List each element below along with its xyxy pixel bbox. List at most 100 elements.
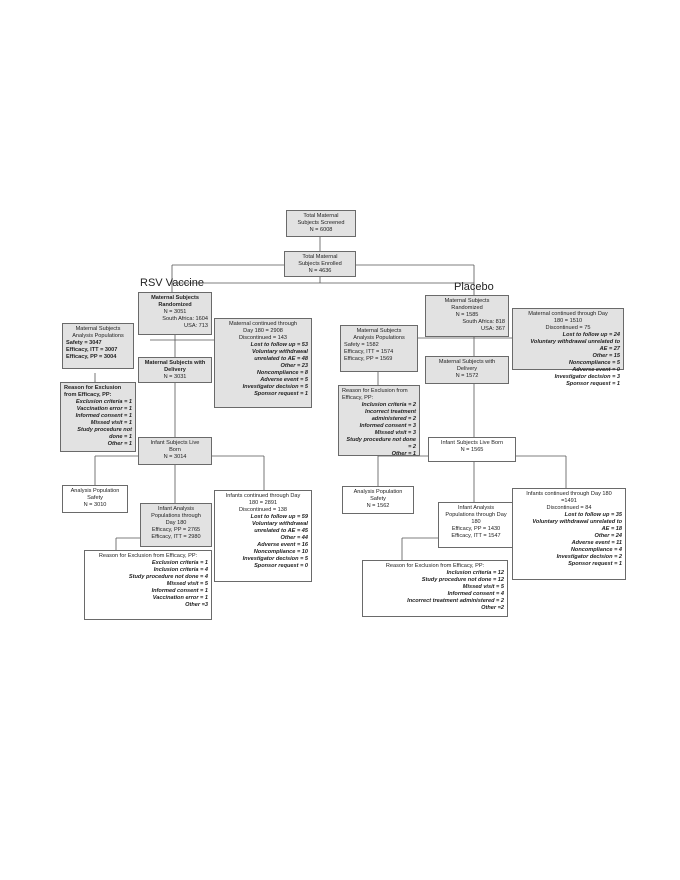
box-line: USA: 713 bbox=[184, 323, 208, 329]
box-line: Infants continued through Day 180 bbox=[526, 491, 612, 497]
box-line: N = 1562 bbox=[366, 503, 390, 509]
box-line: Adverse event = 0 bbox=[572, 367, 620, 373]
box-line: Maternal Subjects bbox=[444, 298, 490, 304]
box-line: N = 3031 bbox=[163, 374, 187, 380]
box-line: unrelated to AE = 48 bbox=[254, 356, 308, 362]
box-line: Missed visit = 3 bbox=[374, 430, 416, 436]
box-line: 180 bbox=[471, 519, 481, 525]
box-line: Adverse event = 16 bbox=[257, 542, 308, 548]
box-line: Day 180 = 2908 bbox=[243, 328, 283, 334]
box-line: Inclusion criteria = 12 bbox=[446, 570, 504, 576]
placebo-delivery-box: Maternal Subjects with Delivery N = 1572 bbox=[425, 356, 509, 384]
box-line: Discontinued = 84 bbox=[546, 505, 592, 511]
box-line: Noncompliance = 5 bbox=[568, 360, 620, 366]
box-line: Adverse event = 11 bbox=[571, 540, 622, 546]
box-line: Exclusion criteria = 1 bbox=[75, 399, 132, 405]
box-line: Sponsor request = 1 bbox=[254, 391, 308, 397]
box-line: Vaccination error = 1 bbox=[76, 406, 132, 412]
box-line: Total Maternal bbox=[302, 254, 338, 260]
box-line: South Africa: 818 bbox=[462, 319, 505, 325]
vaccine-randomized-box: Maternal Subjects Randomized N = 3051 So… bbox=[138, 292, 212, 335]
box-line: Reason for Exclusion from bbox=[342, 388, 408, 394]
box-line: N = 4636 bbox=[308, 268, 332, 274]
placebo-randomized-box: Maternal Subjects Randomized N = 1585 So… bbox=[425, 295, 509, 337]
box-line: Efficacy, ITT = 3007 bbox=[66, 347, 118, 353]
vaccine-live-born-box: Infant Subjects Live Born N = 3014 bbox=[138, 437, 212, 465]
box-line: Maternal continued through Day bbox=[528, 311, 608, 317]
box-line: = 2 bbox=[408, 444, 416, 450]
box-line: Reason for Exclusion bbox=[64, 385, 122, 391]
placebo-infant-analysis-box: Infant Analysis Populations through Day … bbox=[438, 502, 514, 548]
box-line: Analysis Population bbox=[353, 489, 403, 495]
box-line: Vaccination error = 1 bbox=[152, 595, 208, 601]
vaccine-infant-analysis-box: Infant Analysis Populations through Day … bbox=[140, 503, 212, 547]
box-line: N = 6008 bbox=[309, 227, 333, 233]
box-line: Other = 44 bbox=[280, 535, 308, 541]
box-line: Infant Subjects Live bbox=[150, 440, 200, 446]
box-line: Subjects Screened bbox=[297, 220, 345, 226]
box-line: Inclusion criteria = 2 bbox=[361, 402, 416, 408]
box-line: Informed consent = 1 bbox=[151, 588, 208, 594]
box-line: Day 180 bbox=[165, 520, 187, 526]
vaccine-analysis-box: Maternal Subjects Analysis Populations S… bbox=[62, 323, 134, 369]
box-line: Reason for Exclusion from Efficacy, PP: bbox=[385, 563, 485, 569]
vaccine-infant-exclusion-box: Reason for Exclusion from Efficacy, PP: … bbox=[84, 550, 212, 620]
box-line: Analysis Populations bbox=[353, 335, 405, 341]
box-line: Investigator decision = 3 bbox=[554, 374, 620, 380]
box-line: Investigator decision = 5 bbox=[242, 556, 308, 562]
box-line: Maternal Subjects bbox=[151, 295, 199, 301]
box-line: administered = 2 bbox=[371, 416, 416, 422]
box-line: Missed visit = 5 bbox=[462, 584, 504, 590]
box-line: Voluntary withdrawal unrelated to bbox=[532, 519, 622, 525]
placebo-infant-safety-box: Analysis Population Safety N = 1562 bbox=[342, 486, 414, 514]
box-line: Informed consent = 3 bbox=[359, 423, 416, 429]
enrolled-box: Total Maternal Subjects Enrolled N = 463… bbox=[284, 251, 356, 277]
box-line: Lost to follow up = 35 bbox=[564, 512, 622, 518]
placebo-continued-box: Maternal continued through Day 180 = 151… bbox=[512, 308, 624, 387]
box-line: Study procedure not done = 12 bbox=[421, 577, 504, 583]
box-line: Investigator decision = 5 bbox=[242, 384, 308, 390]
box-line: AE = 27 bbox=[599, 346, 620, 352]
box-line: Voluntary withdrawal unrelated to bbox=[530, 339, 620, 345]
box-line: Delivery bbox=[456, 366, 478, 372]
box-line: Maternal Subjects with bbox=[438, 359, 496, 365]
box-line: Delivery bbox=[164, 367, 186, 373]
box-line: Maternal Subjects with bbox=[144, 360, 206, 366]
box-line: Populations through Day bbox=[445, 512, 507, 518]
vaccine-infant-continued-box: Infants continued through Day 180 = 2891… bbox=[214, 490, 312, 582]
box-line: Other = 24 bbox=[594, 533, 622, 539]
box-line: Maternal continued through bbox=[228, 321, 298, 327]
box-line: Randomized bbox=[158, 302, 192, 308]
box-line: Reason for Exclusion from Efficacy, PP: bbox=[98, 553, 198, 559]
box-line: Incorrect treatment bbox=[365, 409, 416, 415]
box-line: N = 1565 bbox=[460, 447, 484, 453]
box-line: Lost to follow up = 59 bbox=[250, 514, 308, 520]
box-line: Efficacy, ITT = 1574 bbox=[344, 349, 394, 355]
box-line: Safety = 1582 bbox=[344, 342, 379, 348]
vaccine-infant-safety-box: Analysis Population Safety N = 3010 bbox=[62, 485, 128, 513]
box-line: Lost to follow up = 53 bbox=[250, 342, 308, 348]
box-line: Adverse event = 5 bbox=[260, 377, 308, 383]
box-line: Other = 1 bbox=[391, 451, 416, 457]
box-line: =1491 bbox=[561, 498, 577, 504]
box-line: Study procedure not done = 4 bbox=[128, 574, 208, 580]
vaccine-continued-box: Maternal continued through Day 180 = 290… bbox=[214, 318, 312, 408]
vaccine-exclusion-box: Reason for Exclusion from Efficacy, PP: … bbox=[60, 382, 136, 452]
box-line: Study procedure not done bbox=[346, 437, 416, 443]
box-line: Voluntary withdrawal bbox=[251, 349, 308, 355]
placebo-infant-continued-box: Infants continued through Day 180 =1491 … bbox=[512, 488, 626, 580]
box-line: Born bbox=[169, 447, 181, 453]
box-line: Infants continued through Day bbox=[225, 493, 301, 499]
placebo-analysis-box: Maternal Subjects Analysis Populations S… bbox=[340, 325, 418, 372]
box-line: Study procedure not bbox=[77, 427, 132, 433]
box-line: Other = 1 bbox=[107, 441, 132, 447]
box-line: Safety = 3047 bbox=[66, 340, 102, 346]
box-line: South Africa: 1604 bbox=[162, 316, 208, 322]
box-line: Incorrect treatment administered = 2 bbox=[407, 598, 504, 604]
box-line: Efficacy, PP = 1569 bbox=[344, 356, 393, 362]
box-line: Subjects Enrolled bbox=[298, 261, 342, 267]
box-line: Efficacy, PP = 1430 bbox=[451, 526, 501, 532]
box-line: N = 3014 bbox=[163, 454, 187, 460]
